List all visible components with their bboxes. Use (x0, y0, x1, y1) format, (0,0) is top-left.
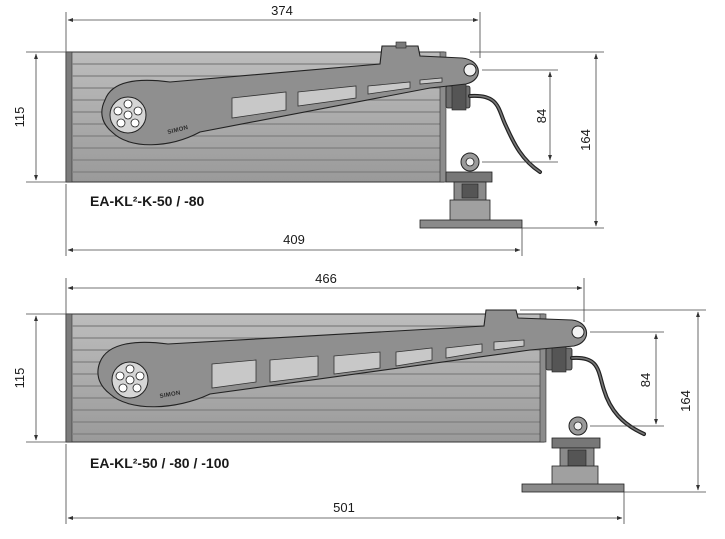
cable-gland (545, 345, 646, 436)
knob-rosette (109, 96, 147, 134)
dim-pivot-height: 84 (638, 373, 653, 387)
brand-logo-text: SIMON (159, 390, 181, 400)
knob-rosette (111, 361, 149, 399)
cable-gland (445, 83, 542, 174)
dim-overall-height: 164 (678, 390, 693, 412)
mounting-bracket (419, 152, 523, 229)
brand-logo-text: SIMON (167, 125, 189, 136)
dim-overall-height: 164 (578, 129, 593, 151)
dim-pivot-height: 84 (534, 109, 549, 123)
mounting-arm: SIMON (101, 41, 479, 146)
model-label: EA-KL²-50 / -80 / -100 (90, 455, 229, 471)
mounting-arm: SIMON (97, 309, 588, 408)
dimensions-2 (26, 278, 706, 524)
dim-housing-length: 466 (315, 271, 337, 286)
drawing-1: SIMON (12, 3, 604, 256)
dim-housing-height: 115 (12, 368, 27, 389)
dim-housing-height: 115 (12, 107, 27, 128)
dimensions-1 (26, 12, 604, 256)
dim-overall-length: 501 (333, 500, 355, 515)
model-label: EA-KL²-K-50 / -80 (90, 193, 205, 209)
mounting-bracket (521, 416, 625, 493)
drawing-2: SIMON (12, 271, 706, 524)
dim-housing-length: 374 (271, 3, 293, 18)
dim-overall-length: 409 (283, 232, 305, 247)
